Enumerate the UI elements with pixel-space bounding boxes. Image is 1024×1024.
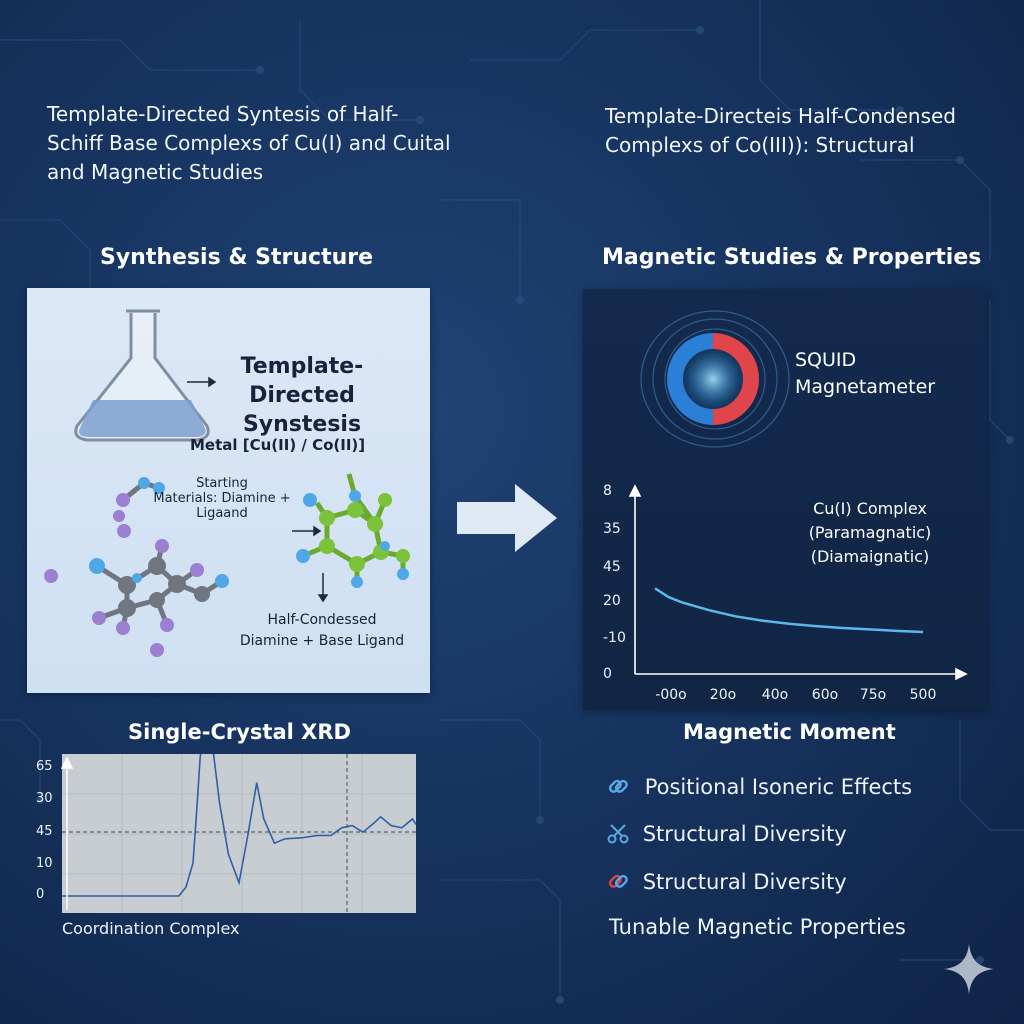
magnetic-heading: Magnetic Studies & Properties — [602, 245, 982, 270]
squid-label: SQUID Magnetameter — [795, 347, 935, 401]
mag-y-tick: 20 — [603, 593, 621, 609]
synthesis-panel: Template-Directed Synstesis Metal [Cu(II… — [27, 288, 430, 693]
flow-arrow-icon — [457, 484, 557, 552]
legend-line-1: Cu(I) Complex — [813, 499, 927, 518]
list-item-label: Positional Isoneric Effects — [644, 775, 913, 799]
legend-line-2: (Paramagnatic) — [808, 523, 932, 542]
magnetic-panel: SQUID Magnetameter Cu(I) Complex (Parama… — [583, 289, 987, 710]
template-directed-line-1: Template-Directed — [240, 354, 364, 408]
product-molecule-atoms — [296, 490, 410, 588]
xrd-chart-panel — [62, 723, 417, 913]
starting-materials-label: Starting Materials: Diamine + Ligaand — [137, 476, 307, 521]
mag-y-tick: -10 — [603, 630, 626, 646]
mag-x-tick: 20o — [709, 687, 737, 703]
xrd-chart — [62, 723, 417, 913]
left-title-line-3: and Magnetic Studies — [47, 160, 264, 184]
list-item-diversity-1: Structural Diversity — [606, 821, 847, 846]
left-title-line-1: Template-Directed Syntesis of Half- — [47, 102, 399, 126]
list-item-diversity-2: Structural Diversity — [606, 869, 847, 894]
product-line-1: Half-Condessed — [267, 612, 377, 628]
squid-line-2: Magnetameter — [795, 376, 936, 398]
left-title-line-2: Schiff Base Complexs of Cu(I) and Cuital — [47, 131, 451, 155]
mag-y-tick: 45 — [603, 559, 621, 575]
starting-molecule-atoms — [44, 477, 229, 657]
mag-x-tick: 40o — [761, 687, 789, 703]
moment-heading: Magnetic Moment — [683, 720, 896, 744]
starting-line-1: Starting — [196, 476, 248, 491]
squid-illustration — [628, 310, 968, 681]
mag-x-tick: -00o — [655, 687, 687, 703]
mag-x-tick: 500 — [909, 687, 937, 703]
synthesis-illustration — [44, 309, 410, 657]
right-title: Template-Directeis Half-Condensed Comple… — [605, 102, 1005, 160]
xrd-axes — [60, 756, 74, 910]
link-icon — [608, 779, 628, 793]
list-item-label: Structural Diversity — [642, 870, 847, 894]
synthesis-heading: Synthesis & Structure — [100, 245, 374, 270]
starting-line-3: Ligaand — [196, 506, 248, 521]
sparkle-icon — [944, 944, 994, 994]
mag-y-tick: 8 — [603, 483, 612, 499]
legend-line-3: (Diamaignatic) — [810, 547, 930, 566]
magnetic-chart-ticks: 8 35 45 20 -10 0 -00o 20o 40o 60o 75o 500 — [583, 289, 987, 710]
list-item-tunable: Tunable Magnetic Properties — [609, 915, 906, 939]
xrd-heading: Single-Crystal XRD — [128, 720, 351, 744]
list-item-isomeric: Positional Isoneric Effects — [606, 774, 912, 799]
xrd-xlabel: Coordination Complex — [62, 919, 240, 938]
right-title-line-2: Complexs of Co(III)): Structural — [605, 133, 915, 157]
mag-x-tick: 75o — [859, 687, 887, 703]
product-label: Half-Condessed Diamine + Base Ligand — [227, 610, 417, 652]
flask-icon — [74, 309, 210, 442]
xrd-pattern-line — [62, 723, 417, 897]
scissors-icon — [607, 824, 629, 844]
right-title-line-1: Template-Directeis Half-Condensed — [605, 104, 956, 128]
complex-legend: Cu(I) Complex (Paramagnatic) (Diamaignat… — [795, 497, 945, 569]
product-line-2: Diamine + Base Ligand — [239, 633, 405, 649]
squid-rings-icon — [640, 310, 790, 448]
mag-x-tick: 60o — [811, 687, 839, 703]
metal-label: Metal [Cu(II) / Co(II)] — [190, 436, 366, 454]
template-directed-label: Template-Directed Synstesis — [192, 352, 412, 439]
red-link-icon — [608, 874, 628, 888]
left-title: Template-Directed Syntesis of Half- Schi… — [47, 100, 467, 187]
squid-line-1: SQUID — [795, 349, 857, 371]
mag-y-tick: 35 — [603, 521, 621, 537]
magnetization-curve — [654, 587, 924, 634]
list-item-label: Structural Diversity — [642, 822, 847, 846]
starting-line-2: Materials: Diamine + — [153, 491, 291, 506]
mag-y-tick: 0 — [603, 666, 612, 682]
template-directed-line-2: Synstesis — [242, 412, 362, 437]
